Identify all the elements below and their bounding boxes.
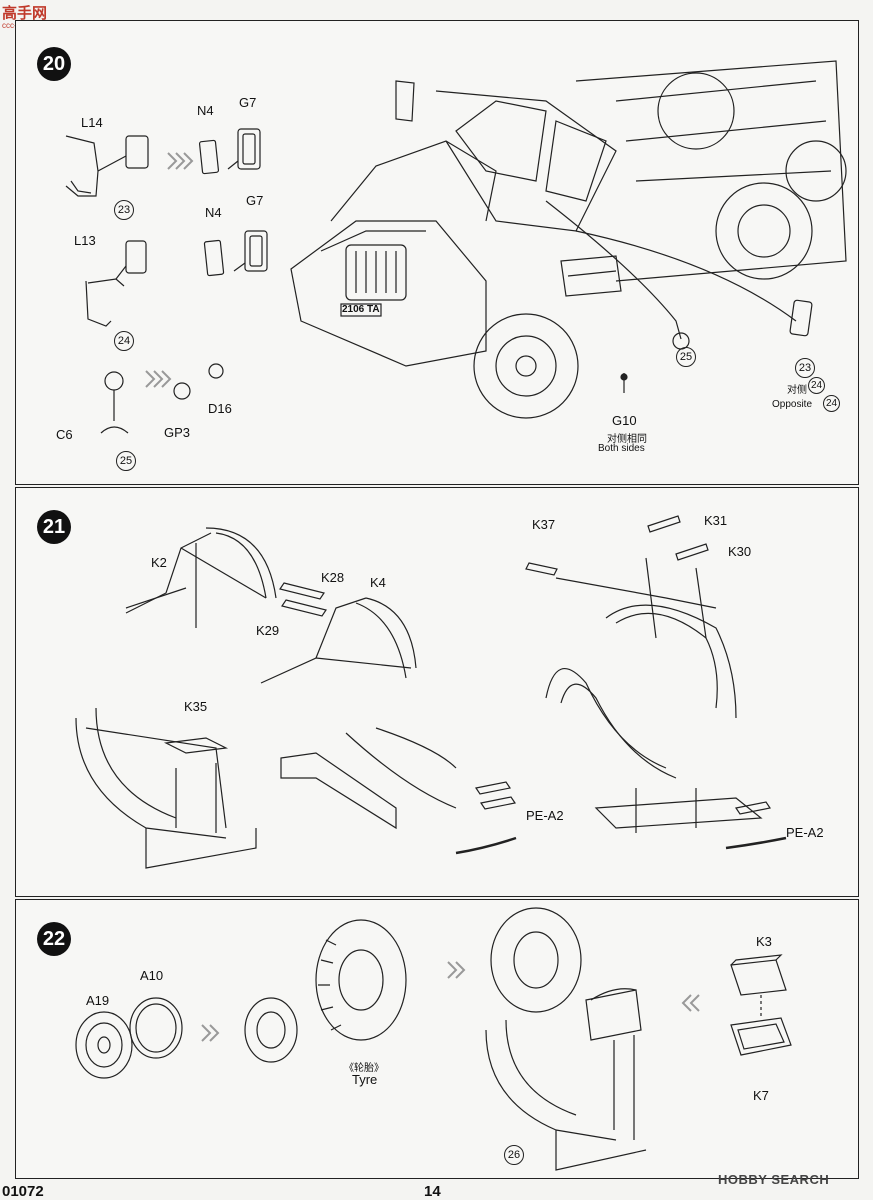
page-number: 14 (424, 1183, 441, 1200)
step-number: 21 (37, 510, 71, 544)
part-label-g10: G10 (612, 413, 637, 428)
part-label-k7: K7 (753, 1088, 769, 1103)
part-label-k29: K29 (256, 623, 280, 638)
part-label-c6: C6 (56, 427, 73, 442)
part-label-l14: L14 (81, 115, 103, 130)
step-21-panel: 21 (15, 487, 859, 897)
note-both-sides: Both sides (598, 443, 645, 454)
part-label-k28: K28 (321, 570, 345, 585)
part-label-g7: G7 (246, 193, 264, 208)
ref-circle-23: 23 (114, 200, 134, 220)
license-plate: 2106 TA (342, 304, 380, 315)
step-number: 22 (37, 922, 71, 956)
step-20-illustration (65, 60, 847, 434)
note-opposite-cn: 对侧 (787, 385, 807, 396)
part-label-k31: K31 (704, 513, 728, 528)
part-label-a19: A19 (86, 993, 110, 1008)
ref-circle-25: 25 (676, 347, 696, 367)
step-20-panel: 20 (15, 20, 859, 485)
part-label-k35: K35 (184, 699, 208, 714)
part-label-pe-a2: PE-A2 (526, 808, 564, 823)
product-code: 01072 (2, 1183, 44, 1200)
step-number: 20 (37, 47, 71, 81)
step-22-illustration (75, 907, 792, 1171)
ref-circle-24: 24 (114, 331, 134, 351)
tyre-label: Tyre (352, 1072, 378, 1087)
part-label-l13: L13 (74, 233, 96, 248)
part-label-k2: K2 (151, 555, 167, 570)
ref-circle-24: 24 (808, 377, 825, 394)
step-22-panel: 22 A19 A10 《轮胎》 Tyre K3 K7 (15, 899, 859, 1179)
part-label-k37: K37 (532, 517, 556, 532)
part-label-g7: G7 (239, 95, 257, 110)
hobby-search-watermark: HOBBY SEARCH (718, 1172, 830, 1187)
part-label-k30: K30 (728, 544, 752, 559)
part-label-pe-a2: PE-A2 (786, 825, 824, 840)
part-label-k4: K4 (370, 575, 386, 590)
step-21-illustration (75, 515, 787, 869)
part-label-k3: K3 (756, 934, 772, 949)
part-label-a10: A10 (140, 968, 164, 983)
part-label-n4: N4 (205, 205, 222, 220)
part-label-n4: N4 (197, 103, 214, 118)
note-opposite: Opposite (772, 399, 813, 410)
ref-circle-26: 26 (504, 1145, 524, 1165)
tyre-label-cn: 《轮胎》 (344, 1063, 384, 1074)
ref-circle-23: 23 (795, 358, 815, 378)
ref-circle-24: 24 (823, 395, 840, 412)
part-label-gp3: GP3 (164, 425, 191, 440)
part-label-d16: D16 (208, 401, 232, 416)
ref-circle-25: 25 (116, 451, 136, 471)
note-both-sides-cn: 对侧相同 (607, 434, 647, 445)
